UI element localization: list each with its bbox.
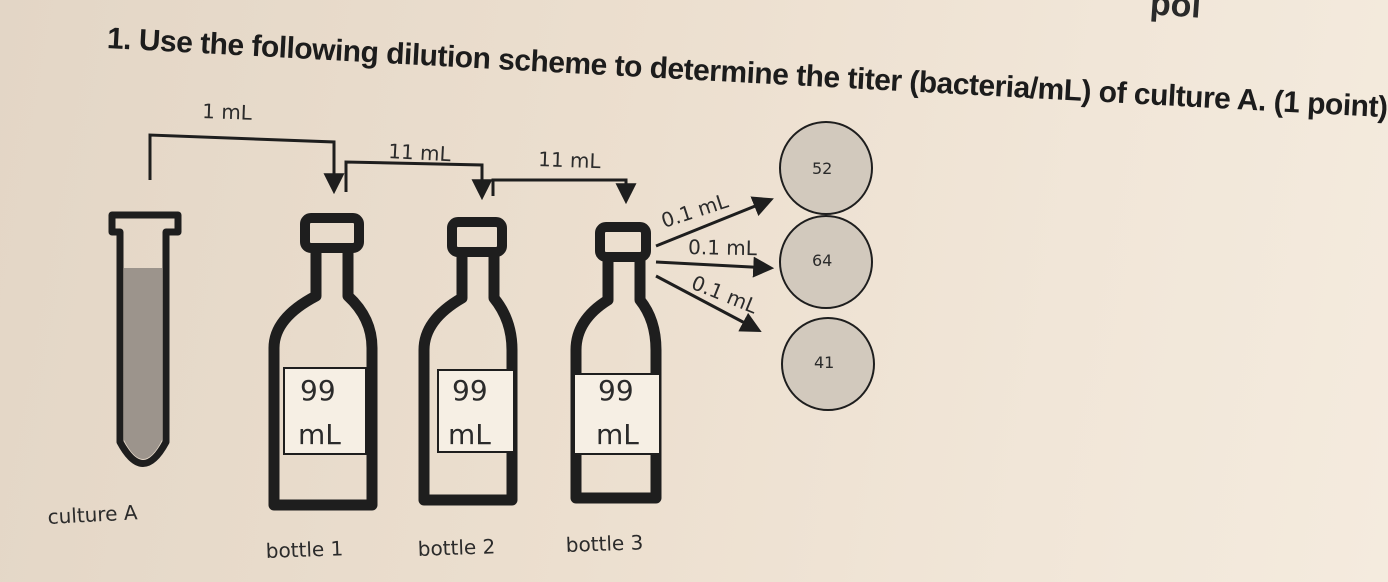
bottle-1-volume-number: 99 [300,374,336,407]
bottle-1 [268,213,378,511]
transfer-arrow-2 [344,160,493,201]
plating-arrow-1 [655,196,774,248]
transfer-arrow-3 [491,178,637,205]
plating-arrow-3 [655,274,762,332]
culture-liquid [124,268,162,459]
plate-3 [781,317,875,411]
bottle-2 [418,217,518,506]
bottle-3 [570,222,662,504]
plate-2 [779,215,873,309]
plate-count-1: 52 [812,159,832,178]
bottle-1-label: bottle 1 [265,536,343,563]
plate-1 [779,121,873,215]
bottle-2-label: bottle 2 [417,534,495,561]
transfer-arrow-1 [148,133,345,195]
transfer-2-label: 11 mL [388,139,452,166]
bottle-1-volume-unit: mL [298,418,341,451]
bottle-2-volume-number: 99 [452,374,488,407]
culture-tube [108,211,182,467]
plate-count-3: 41 [814,353,834,372]
transfer-3-label: 11 mL [538,147,602,173]
bottle-3-volume-unit: mL [596,418,639,451]
culture-a-label: culture A [47,500,138,529]
bottle-3-volume-number: 99 [598,374,634,407]
dilution-diagram: 1 mL 11 mL 11 mL 0.1 mL 0.1 mL 0.1 mL 52… [47,99,875,563]
plating-volume-2: 0.1 mL [688,235,758,260]
bottle-3-label: bottle 3 [565,530,643,557]
transfer-1-label: 1 mL [202,99,253,125]
plating-arrow-2 [655,256,775,278]
plating-volume-1: 0.1 mL [658,188,732,232]
bottle-2-volume-unit: mL [448,418,491,451]
plate-count-2: 64 [812,251,832,270]
